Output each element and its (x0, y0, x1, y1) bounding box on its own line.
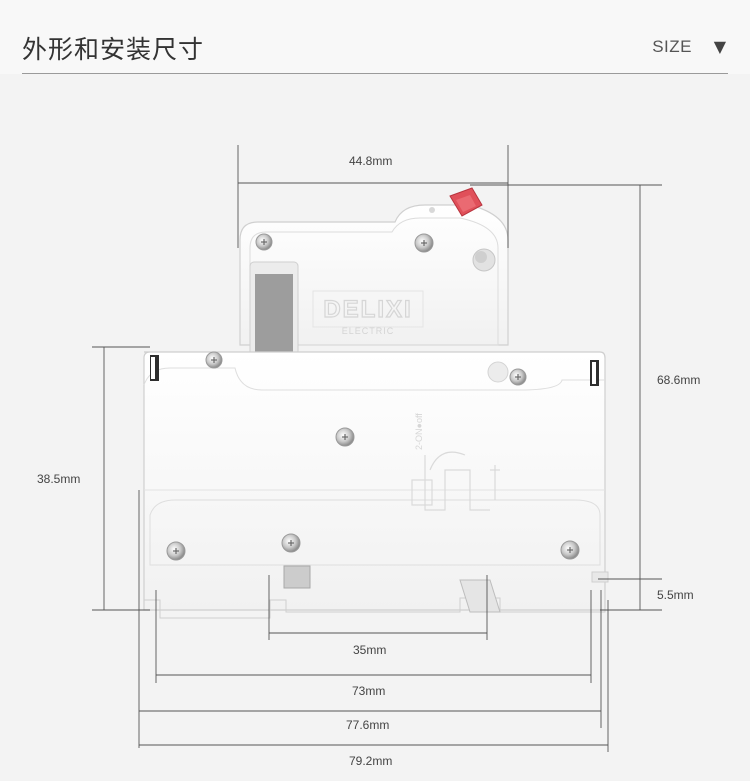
size-label: SIZE (652, 37, 692, 56)
page-header: 外形和安装尺寸 SIZE ▼ (0, 0, 750, 74)
dim-base-width: 73mm (352, 684, 386, 698)
circuit-symbol (411, 451, 500, 511)
page-title: 外形和安装尺寸 (22, 35, 205, 64)
dimension-lines (92, 145, 662, 752)
svg-text:2-ON●off: 2-ON●off (414, 413, 424, 450)
dim-rail-depth: 5.5mm (657, 588, 694, 602)
dimension-drawing: DELIXI ELECTRIC 2-ON●off (0, 74, 750, 781)
brand-plate: DELIXI ELECTRIC (312, 290, 424, 336)
brand-logo-text: DELIXI (323, 296, 412, 323)
dim-total-width: 79.2mm (349, 754, 393, 768)
header-divider (22, 73, 728, 74)
status-window (255, 274, 293, 356)
size-dropdown-icon[interactable]: ▼ (713, 37, 726, 56)
brand-sub-text: ELECTRIC (342, 326, 395, 336)
breaker-main-body: 2-ON●off (143, 351, 606, 611)
dim-body-width: 77.6mm (346, 718, 390, 732)
dim-body-height: 38.5mm (37, 472, 81, 486)
dim-top-width: 44.8mm (349, 154, 393, 168)
breaker-top-part (239, 187, 509, 361)
dim-total-height: 68.6mm (657, 373, 701, 387)
breaker-illustration: DELIXI ELECTRIC 2-ON●off (92, 145, 662, 752)
dim-rail-width: 35mm (353, 643, 387, 657)
rail-clip (143, 565, 609, 619)
terminal-screws (166, 233, 580, 561)
